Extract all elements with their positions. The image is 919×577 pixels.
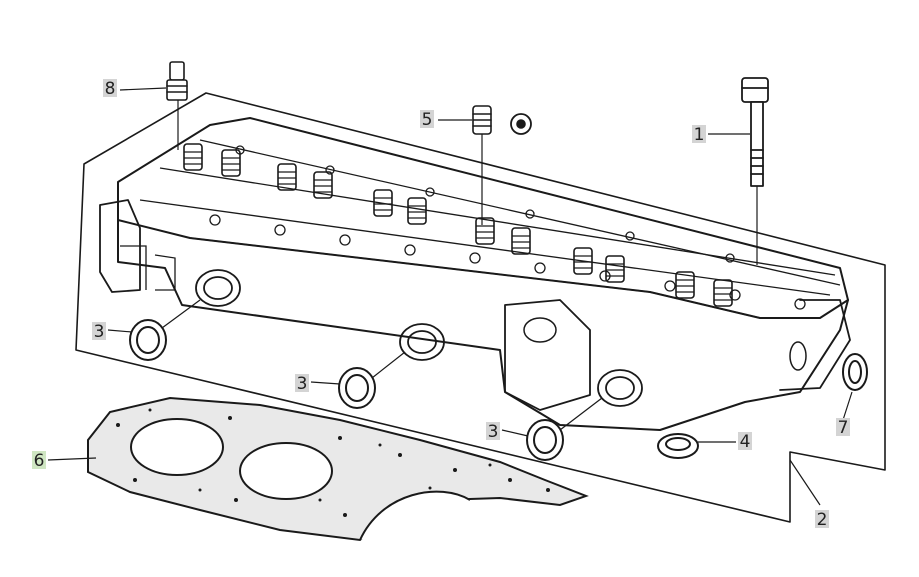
callout-6: 6 — [32, 451, 46, 471]
svg-text:5: 5 — [422, 110, 433, 130]
svg-text:7: 7 — [838, 418, 849, 438]
svg-text:3: 3 — [488, 422, 499, 442]
callout-8: 8 — [103, 79, 117, 99]
svg-text:6: 6 — [34, 451, 45, 471]
svg-text:2: 2 — [817, 510, 828, 530]
svg-text:3: 3 — [94, 322, 105, 342]
stud-part — [166, 61, 188, 101]
callout-3a: 3 — [92, 322, 106, 342]
valve-springs — [183, 143, 733, 307]
seal-ring-part — [526, 419, 564, 461]
callout-7: 7 — [836, 418, 850, 438]
seal-ring-part — [129, 319, 167, 361]
svg-text:4: 4 — [740, 432, 751, 452]
callout-1: 1 — [692, 125, 706, 145]
svg-text:1: 1 — [694, 125, 705, 145]
callout-2: 2 — [815, 510, 829, 530]
assembly-frame — [75, 92, 886, 523]
callout-3c: 3 — [486, 422, 500, 442]
cylinder-head — [99, 117, 851, 431]
bolt-part — [741, 77, 769, 187]
plug-part — [472, 105, 532, 135]
leader-lines — [47, 87, 853, 506]
seal-ring-part — [842, 353, 868, 391]
seal-ring-part — [657, 433, 699, 459]
svg-text:8: 8 — [105, 79, 116, 99]
seal-ring-part — [338, 367, 376, 409]
svg-text:3: 3 — [297, 374, 308, 394]
callout-4: 4 — [738, 432, 752, 452]
head-gasket — [87, 396, 589, 542]
callout-5: 5 — [420, 110, 434, 130]
callout-3b: 3 — [295, 374, 309, 394]
seal-bores — [195, 269, 643, 407]
